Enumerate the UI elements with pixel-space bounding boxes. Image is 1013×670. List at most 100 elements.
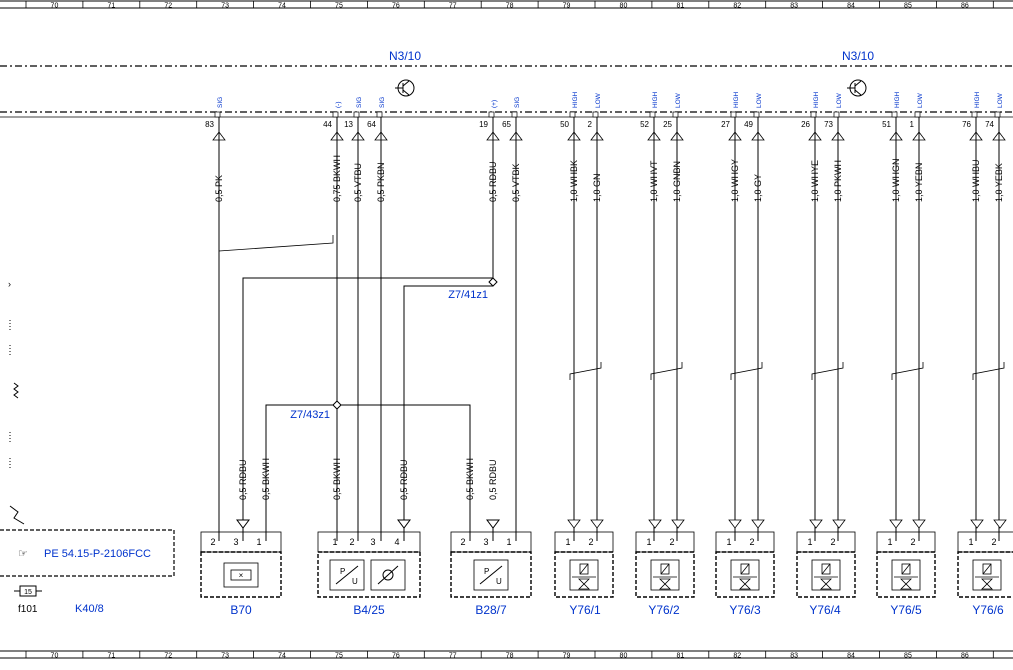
svg-text:3: 3 (370, 537, 375, 547)
pin-number: 19 (479, 120, 488, 129)
svg-text:U: U (352, 577, 358, 586)
pin-number: 64 (367, 120, 376, 129)
grid-column-number: 74 (278, 653, 286, 660)
grid-column-number: 85 (904, 3, 912, 10)
wire: 0,5 VTBK (511, 117, 521, 541)
grid-column-number: 83 (790, 653, 798, 660)
wire-label: 1,0 WHBK (569, 160, 579, 202)
wire-label: 1,0 WHVT (649, 160, 659, 202)
svg-text:P: P (340, 567, 345, 576)
pin-number: 1 (910, 120, 915, 129)
grid-column-number: 70 (51, 653, 59, 660)
wire-label: 1,0 GN (592, 173, 602, 202)
grid-column-number: 82 (733, 3, 741, 10)
svg-text:4: 4 (394, 537, 399, 547)
svg-text:›: › (8, 279, 11, 289)
reference-link[interactable]: ☞ PE 54.15-P-2106FCC (0, 529, 175, 577)
component-b287: PU 2 3 1 (450, 531, 532, 598)
wire: 1,0 GN (592, 117, 602, 541)
grid-column-number: 86 (961, 653, 969, 660)
pin-number: 27 (721, 120, 730, 129)
grid-column-number: 84 (847, 3, 855, 10)
svg-text:1: 1 (565, 537, 570, 547)
wire-label: 0,75 BKWH (332, 155, 342, 202)
pin-number: 26 (801, 120, 810, 129)
transistor-icon (847, 79, 867, 97)
wire: 0,5 VTBU (353, 117, 363, 541)
grid-column-number: 75 (335, 3, 343, 10)
wire: 0,5 RDBU (488, 117, 498, 278)
wire-label: 0,5 BKWH (332, 458, 342, 500)
transistor-icon (395, 79, 415, 97)
pin-signal: SIG (217, 97, 224, 108)
pin-number: 76 (962, 120, 971, 129)
component-label: Y76/2 (648, 603, 680, 617)
control-unit-pin: LOW 74 (985, 92, 1006, 141)
wire: 1,0 WHGN (891, 117, 901, 541)
wire: 1,0 YEBK (994, 117, 1004, 541)
component-label: Y76/1 (569, 603, 601, 617)
grid-column-number: 77 (449, 3, 457, 10)
pin-signal: LOW (997, 92, 1004, 108)
svg-text:15: 15 (24, 589, 32, 596)
reference-text[interactable]: PE 54.15-P-2106FCC (44, 548, 151, 560)
wire: 1,0 WHBK (569, 117, 579, 541)
module-label: K40/8 (75, 603, 104, 615)
wire-label: 1,0 WHBU (971, 159, 981, 202)
svg-text:3: 3 (483, 537, 488, 547)
wire: 1,0 YEBN (914, 117, 924, 541)
lower-wire-labels: 0,5 RDBU 0,5 BKWH 0,5 BKWH 0,5 RDBU 0,5 … (238, 458, 498, 500)
svg-text:U: U (496, 577, 502, 586)
component-label: B4/25 (353, 603, 385, 617)
control-unit-pin: LOW 1 (910, 92, 926, 141)
svg-text:1: 1 (646, 537, 651, 547)
wire-label: 0,5 PK (214, 175, 224, 202)
grid-column-number: 73 (221, 653, 229, 660)
grid-column-number: 81 (676, 653, 684, 660)
bus-label-right: N3/10 (842, 49, 874, 63)
wire-jog (218, 235, 334, 252)
pin-signal: LOW (917, 92, 924, 108)
wire-label: 1,0 WHGY (730, 159, 740, 202)
pins-layer: SIG83(-)44SIG13SIG64(+)19SIG65HIGH50LOW2… (205, 91, 1006, 141)
svg-text:1: 1 (506, 537, 511, 547)
splice-label: Z7/41z1 (448, 289, 488, 301)
grid-column-number: 72 (164, 3, 172, 10)
splice-label: Z7/43z1 (290, 409, 330, 421)
hand-pointer-icon: ☞ (18, 548, 28, 560)
svg-text:2: 2 (588, 537, 593, 547)
grid-column-number: 79 (563, 3, 571, 10)
component-label: Y76/5 (890, 603, 922, 617)
grid-column-number: 74 (278, 3, 286, 10)
wire-label: 0,5 RDBU (399, 459, 409, 500)
component-labels: B70 B4/25 B28/7 Y76/1 Y76/2 Y76/3 Y76/4 … (230, 603, 1004, 617)
grid-column-number: 84 (847, 653, 855, 660)
wire-label: 0,5 RDBU (238, 459, 248, 500)
wire: 0,5 PK (214, 117, 224, 541)
grid-column-number: 76 (392, 3, 400, 10)
splice-z741: Z7/41z1 (242, 277, 498, 541)
grid-column-number: 80 (620, 653, 628, 660)
wire: 1,0 WHBU (971, 117, 981, 541)
pin-number: 65 (502, 120, 511, 129)
svg-text:2: 2 (669, 537, 674, 547)
component-label: Y76/4 (809, 603, 841, 617)
grid-column-number: 79 (563, 653, 571, 660)
pin-number: 74 (985, 120, 994, 129)
grid-column-number: 81 (676, 3, 684, 10)
